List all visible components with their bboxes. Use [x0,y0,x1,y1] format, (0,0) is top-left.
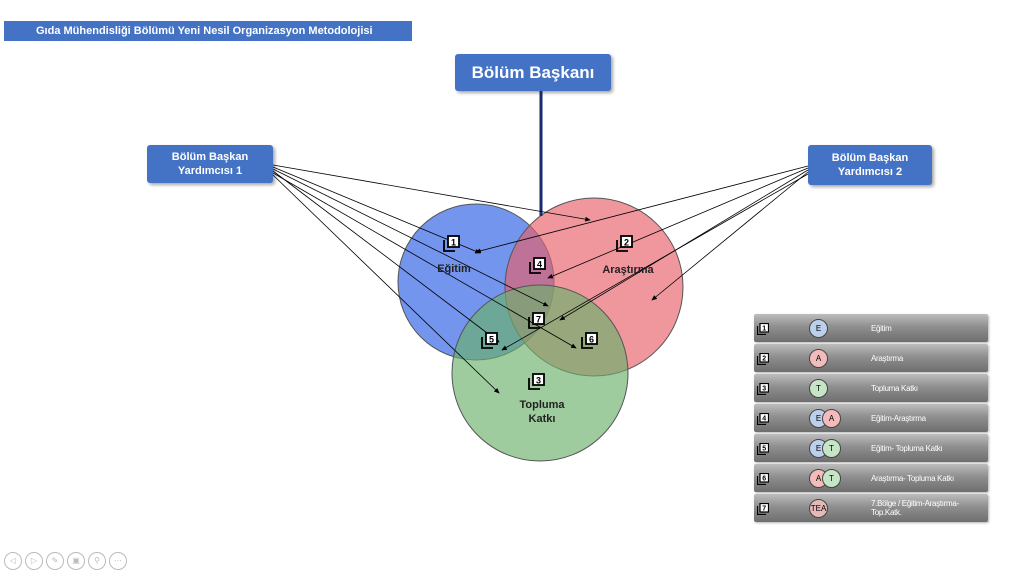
venn-label-arastirma: Araştırma [602,264,654,276]
legend-row-3: 3 T Topluma Katkı [754,374,988,402]
svg-text:3: 3 [762,386,766,393]
venn-label-egitim: Eğitim [437,263,471,275]
legend-label: Eğitim- Topluma Katkı [871,443,943,453]
region-1-icon: 1 [443,235,460,252]
region-7-number: 7 [536,315,541,325]
legend-label: Eğitim [871,323,892,333]
legend-circle: A [822,409,841,428]
region-4-icon: 4 [529,257,546,274]
legend-label: Araştırma [871,353,903,363]
svg-text:1: 1 [762,326,766,333]
more-icon[interactable]: ⋯ [109,552,127,570]
venn-label-topluma: Topluma [519,399,565,411]
legend-row-2: 2 A Araştırma [754,344,988,372]
region-4-number: 4 [537,260,542,270]
svg-text:7: 7 [762,506,766,513]
slides-icon[interactable]: ▣ [67,552,85,570]
region-2-number: 2 [624,238,629,248]
legend-number-icon: 3 [757,383,769,395]
venn-label-katki: Katkı [529,413,556,425]
deputy-2-line1: Bölüm Başkan [831,152,909,164]
next-icon[interactable]: ▷ [25,552,43,570]
legend-number-icon: 4 [757,413,769,425]
region-5-icon: 5 [481,332,498,349]
legend-label: Araştırma- Topluma Katkı [871,473,954,483]
legend-circle: E [809,319,828,338]
legend-row-7: 7 TEA 7.Bölge / Eğitim-Araştırma-Top.Katk. [754,494,988,522]
legend-label: Eğitim-Araştırma [871,413,926,423]
head-box: Bölüm Başkanı [455,54,611,91]
svg-text:2: 2 [762,356,766,363]
legend-circle: T [809,379,828,398]
deputy-2-line2: Yardımcısı 2 [837,166,903,178]
region-3-icon: 3 [528,373,545,390]
region-5-number: 5 [489,335,494,345]
deputy-2-box: Bölüm Başkan Yardımcısı 2 [808,145,932,185]
region-6-icon: 6 [581,332,598,349]
legend-number-icon: 2 [757,353,769,365]
deputy-2-arrows [475,165,809,351]
region-2-icon: 2 [616,235,633,252]
deputy-1-arrows [272,164,591,394]
legend-circle: A [809,349,828,368]
circle-topluma-katki [451,284,629,462]
zoom-icon[interactable]: ⚲ [88,552,106,570]
region-7-icon: 7 [528,312,545,329]
legend-number-icon: 7 [757,503,769,515]
legend-label: 7.Bölge / Eğitim-Araştırma-Top.Katk. [871,499,959,517]
legend-circle: T [822,469,841,488]
previous-icon[interactable]: ◁ [4,552,22,570]
region-1-number: 1 [451,238,456,248]
region-3-number: 3 [536,376,541,386]
legend-number-icon: 5 [757,443,769,455]
deputy-1-box: Bölüm Başkan Yardımcısı 1 [147,145,273,183]
legend-label: Topluma Katkı [871,383,918,393]
legend-circle: T [822,439,841,458]
pen-icon[interactable]: ✎ [46,552,64,570]
legend-row-1: 1 E Eğitim [754,314,988,342]
banner-title: Gıda Mühendisliği Bölümü Yeni Nesil Orga… [4,21,412,41]
presentation-nav: ◁▷✎▣⚲⋯ [4,552,127,570]
svg-text:4: 4 [762,416,766,423]
deputy-1-line2: Yardımcısı 1 [177,165,243,177]
head-label: Bölüm Başkanı [471,62,595,82]
region-6-number: 6 [589,335,594,345]
svg-text:6: 6 [762,476,766,483]
legend-number-icon: 1 [757,323,769,335]
deputy-1-line1: Bölüm Başkan [171,151,249,163]
legend-number-icon: 6 [757,473,769,485]
svg-text:5: 5 [762,446,766,453]
legend-circle: TEA [809,499,828,518]
